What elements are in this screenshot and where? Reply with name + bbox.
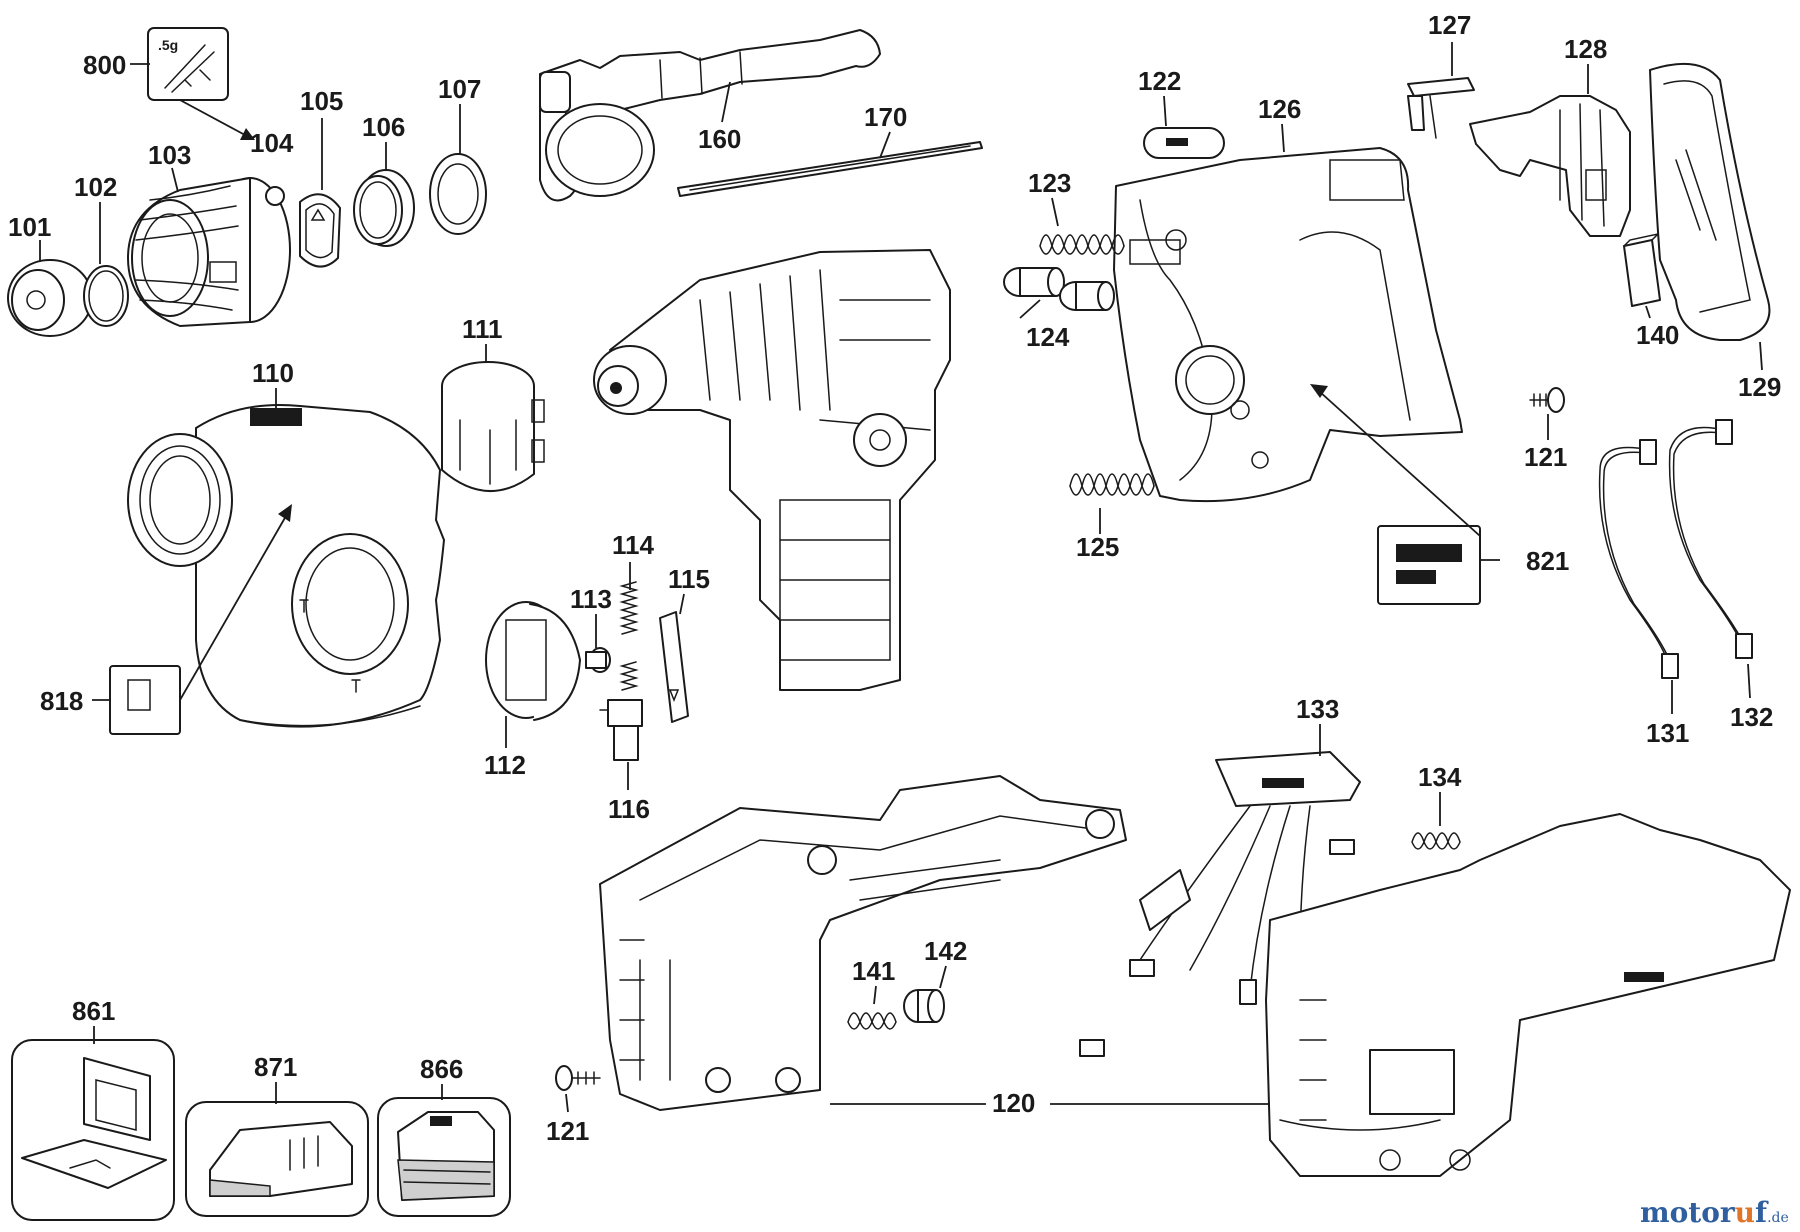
part-label-107: 107 [438, 74, 481, 104]
part-121-screw-lower [555, 1065, 601, 1091]
part-label-141: 141 [852, 956, 895, 986]
part-label-131: 131 [1646, 718, 1689, 748]
part-label-134: 134 [1418, 762, 1462, 792]
part-160-side-handle [539, 29, 881, 202]
part-label-105: 105 [300, 86, 343, 116]
part-label-104: 104 [250, 128, 294, 158]
part-label-101: 101 [8, 212, 51, 242]
part-126-handle-housing [1113, 147, 1463, 503]
part-107-washer [429, 153, 487, 235]
part-866-battery [377, 1097, 511, 1217]
part-label-111: 111 [462, 314, 503, 344]
part-label-160: 160 [698, 124, 741, 154]
part-label-103: 103 [148, 140, 191, 170]
part-label-124: 124 [1026, 322, 1070, 352]
part-label-800: 800 [83, 50, 126, 80]
part-label-132: 132 [1730, 702, 1773, 732]
part-140-block [1623, 232, 1661, 307]
motor-gear-assembly [593, 249, 951, 691]
part-124-bushings [1003, 267, 1115, 311]
part-label-133: 133 [1296, 694, 1339, 724]
part-label-121-lower: 121 [546, 1116, 589, 1146]
part-label-112: 112 [484, 750, 526, 780]
part-label-129: 129 [1738, 372, 1781, 402]
part-label-110: 110 [252, 358, 294, 388]
part-133-electronics [1079, 751, 1361, 1057]
part-115-cover [659, 611, 689, 723]
part-label-170: 170 [864, 102, 907, 132]
part-111-collar [441, 361, 545, 493]
part-105-guide-plate [299, 193, 341, 268]
part-label-821: 821 [1526, 546, 1569, 576]
part-142-bushing [903, 989, 945, 1023]
part-label-114: 114 [612, 530, 654, 560]
watermark-brand-end: f [1755, 1196, 1769, 1229]
part-label-866: 866 [420, 1054, 463, 1084]
part-116-actuator [599, 699, 643, 761]
part-label-126: 126 [1258, 94, 1301, 124]
part-label-120: 120 [992, 1088, 1035, 1118]
watermark-tld: .de [1767, 1210, 1789, 1226]
part-label-818: 818 [40, 686, 83, 716]
part-121-screw-upper [1529, 387, 1565, 413]
part-label-125: 125 [1076, 532, 1119, 562]
svg-text:motoruf.de: motoruf.de [1640, 1196, 1789, 1229]
watermark-brand-accent: u [1735, 1196, 1755, 1229]
part-104-ball [265, 186, 285, 206]
lubricant-amount-label: .5g [158, 37, 178, 53]
part-120-housing-right [1265, 813, 1791, 1177]
part-label-116: 116 [608, 794, 650, 824]
part-818-label [92, 504, 292, 735]
part-label-127: 127 [1428, 10, 1471, 40]
part-122-pad [1143, 127, 1225, 159]
part-label-106: 106 [362, 112, 405, 142]
part-label-140: 140 [1636, 320, 1679, 350]
part-129-handle-cover [1649, 63, 1771, 341]
part-label-123: 123 [1028, 168, 1071, 198]
part-114-spring [619, 581, 639, 691]
part-120-housing-left [599, 775, 1127, 1111]
part-112-mode-selector [485, 601, 581, 721]
part-label-121-upper: 121 [1524, 442, 1567, 472]
part-821-label [1310, 384, 1500, 605]
part-128-switch [1469, 95, 1631, 237]
part-label-113: 113 [570, 584, 612, 614]
part-label-115: 115 [668, 564, 710, 594]
part-label-128: 128 [1564, 34, 1607, 64]
part-label-142: 142 [924, 936, 967, 966]
part-127-lever [1407, 77, 1475, 139]
watermark-logo: motoruf.de [1640, 1196, 1789, 1229]
part-125-spring [1069, 473, 1155, 496]
part-110-front-housing [127, 403, 445, 728]
part-123-spring [1039, 234, 1125, 255]
part-102-ring [83, 265, 129, 327]
part-label-861: 861 [72, 996, 115, 1026]
part-134-spring [1411, 832, 1461, 850]
part-106-sleeve [353, 169, 415, 247]
part-861-case [11, 1039, 175, 1221]
part-label-871: 871 [254, 1052, 297, 1082]
part-113-pin [585, 647, 611, 673]
part-131-wire [1598, 439, 1679, 679]
part-label-122: 122 [1138, 66, 1181, 96]
part-101-nose-cap [7, 259, 93, 337]
part-label-102: 102 [74, 172, 117, 202]
part-871-charger [185, 1101, 369, 1217]
part-103-chuck-sleeve [127, 177, 291, 327]
part-141-spring [847, 1012, 897, 1030]
part-800-grease-kit: .5g [130, 27, 255, 140]
watermark-brand-start: motor [1640, 1196, 1736, 1229]
part-132-wire [1668, 419, 1753, 659]
